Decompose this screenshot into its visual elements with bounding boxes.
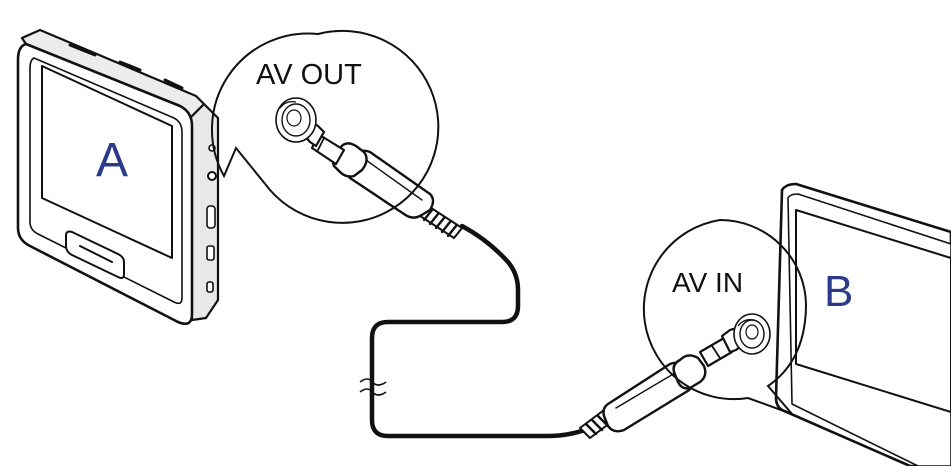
av-cable (369, 223, 593, 439)
device-b (774, 182, 951, 466)
av-out-socket-icon (275, 97, 317, 143)
av-in-label: AV IN (672, 267, 743, 298)
av-out-plug (303, 121, 463, 239)
cable-break-mark (359, 378, 387, 396)
av-in-callout (642, 218, 808, 417)
device-a-letter: A (96, 134, 128, 187)
av-in-plug (579, 327, 744, 439)
device-b-letter: B (824, 267, 853, 316)
av-out-callout (210, 29, 440, 224)
device-a (16, 28, 220, 326)
av-out-label: AV OUT (256, 59, 362, 91)
av-in-socket-icon (733, 313, 771, 355)
